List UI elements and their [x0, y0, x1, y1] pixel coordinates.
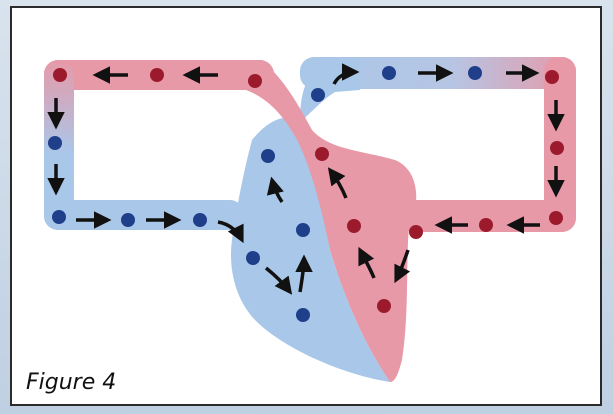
dot-icon: [53, 68, 67, 82]
dot-icon: [377, 299, 391, 313]
dot-icon: [545, 70, 559, 84]
arrow-icon: [264, 266, 293, 295]
dot-icon: [549, 211, 563, 225]
oxygenated-cells: [53, 68, 564, 313]
dot-icon: [193, 213, 207, 227]
arrow-icon: [358, 246, 376, 279]
dot-icon: [311, 88, 325, 102]
dot-icon: [347, 219, 361, 233]
figure-caption: Figure 4: [26, 370, 117, 395]
dot-icon: [382, 66, 396, 80]
arrow-icon: [327, 167, 348, 199]
dot-icon: [261, 149, 275, 163]
dot-icon: [48, 136, 62, 150]
flow-arrows: [47, 63, 565, 295]
dot-icon: [296, 308, 310, 322]
dot-icon: [150, 68, 164, 82]
arrow-icon: [217, 220, 244, 244]
heart-red-chambers: [240, 62, 417, 382]
dot-icon: [296, 223, 310, 237]
dot-icon: [468, 66, 482, 80]
dot-icon: [550, 141, 564, 155]
dot-icon: [248, 74, 262, 88]
arrow-icon: [332, 63, 360, 85]
arrow-icon: [295, 254, 313, 293]
dot-icon: [409, 225, 423, 239]
deoxygenated-cells: [48, 66, 482, 322]
dot-icon: [246, 251, 260, 265]
dot-icon: [121, 213, 135, 227]
arrow-icon: [266, 176, 284, 203]
dot-icon: [315, 147, 329, 161]
left-loop-bottom: [44, 200, 244, 230]
dot-icon: [479, 218, 493, 232]
dot-icon: [52, 210, 66, 224]
arrow-icon: [394, 249, 411, 284]
